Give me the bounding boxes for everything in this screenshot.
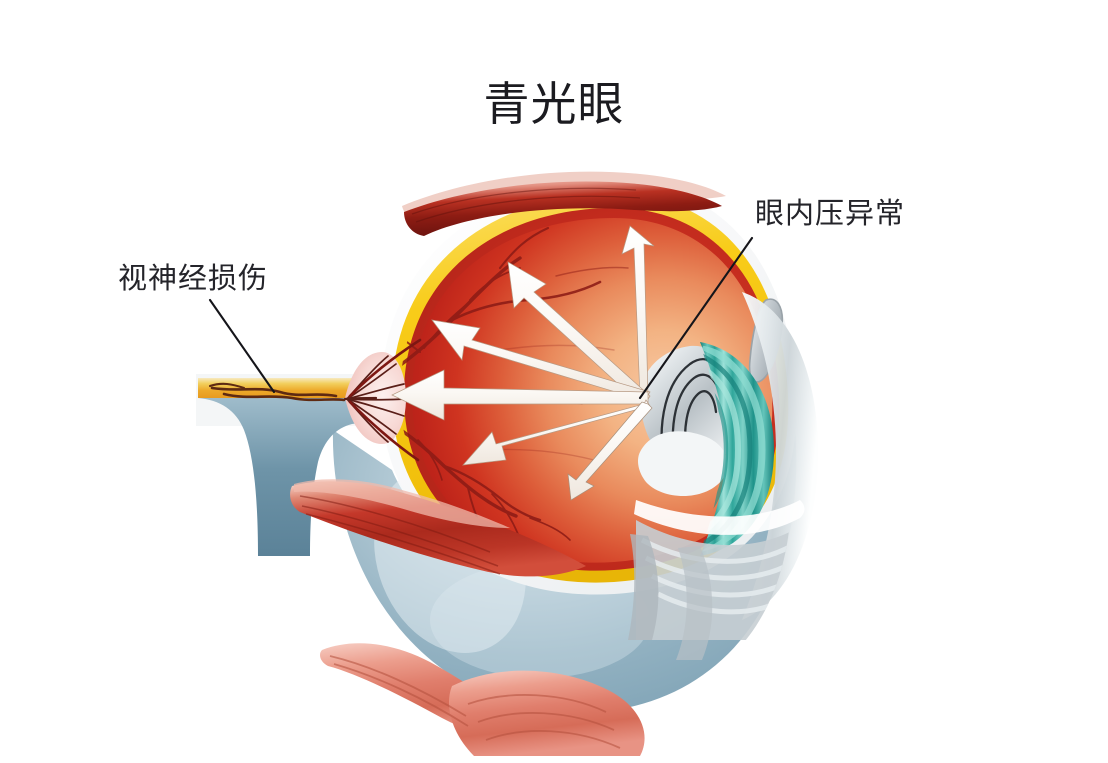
- label-abnormal-intraocular-pressure: 眼内压异常: [755, 196, 905, 230]
- muscle-lateral-band: [290, 481, 586, 577]
- leader-intraocular-pressure: [638, 236, 754, 400]
- arrow-mid-lower: [462, 399, 651, 466]
- muscle-inferior: [320, 643, 645, 756]
- disc-emerging-vessels: [348, 338, 422, 462]
- leader-optic-nerve: [208, 298, 276, 394]
- arrow-mid-upper: [431, 319, 651, 401]
- pressure-arrows: [391, 225, 655, 501]
- arrow-down: [567, 401, 653, 501]
- leader-lines: [208, 236, 754, 400]
- optic-nerve: [198, 378, 394, 398]
- nerve-lower: [198, 398, 394, 556]
- muscle-superior: [402, 171, 726, 236]
- label-optic-nerve-damage: 视神经损伤: [118, 261, 268, 295]
- optic-nerve-group: [196, 374, 396, 556]
- page-title: 青光眼: [484, 77, 625, 131]
- iris-lower-lobe: [638, 431, 728, 496]
- anterior-segment: [628, 292, 818, 660]
- muscle-superior-body: [404, 181, 722, 236]
- limbus-band: [634, 500, 805, 535]
- arrow-up-right: [621, 225, 655, 401]
- cornea: [742, 292, 818, 620]
- nerve-vessels: [208, 382, 346, 402]
- anterior-lower-structures: [628, 520, 790, 660]
- muscle-lateral-highlight: [294, 479, 510, 528]
- arrow-horizontal: [391, 369, 649, 421]
- muscle-lateral: [290, 479, 586, 577]
- arrow-up-left: [507, 261, 651, 405]
